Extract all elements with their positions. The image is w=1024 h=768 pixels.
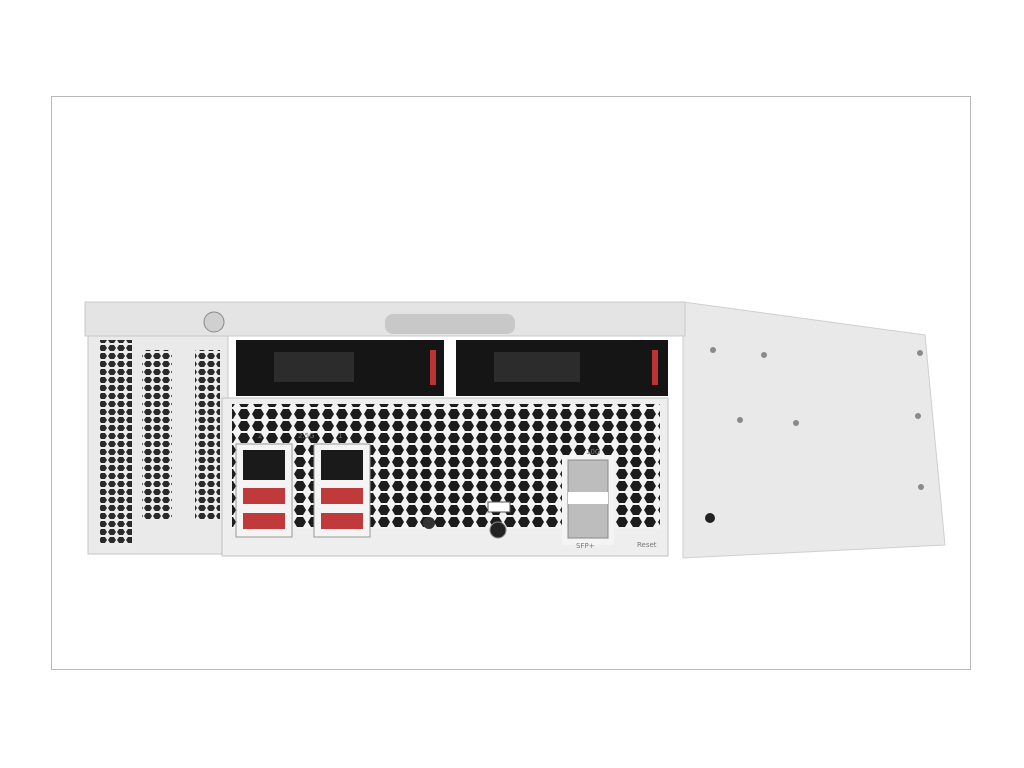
usb-port (321, 513, 363, 529)
top-rim (84, 301, 686, 337)
sfp-speed-label: 10G (586, 448, 601, 456)
pcie-slot-2 (142, 350, 172, 520)
usb-port (243, 488, 285, 504)
thumbscrew (203, 311, 225, 333)
power-button (423, 517, 435, 529)
side-panel (682, 301, 946, 559)
rj45-port-2 (243, 450, 285, 480)
sfp-label: SFP+ (576, 542, 595, 550)
pcie-slot-1 (100, 340, 132, 545)
lan1-label: 1 (338, 432, 343, 440)
side-hole (705, 513, 715, 523)
lan2-label: 2 (258, 432, 263, 440)
pcie-slot-3 (195, 350, 220, 520)
lan-speed-label: 2.5G (298, 432, 315, 440)
rj45-port-1 (321, 450, 363, 480)
reset-label: Reset (637, 541, 657, 549)
usb-port (243, 513, 285, 529)
image-frame (51, 96, 971, 670)
usb-port (321, 488, 363, 504)
handle (385, 314, 515, 334)
audio-jack (489, 521, 507, 539)
side-screws (710, 347, 924, 490)
